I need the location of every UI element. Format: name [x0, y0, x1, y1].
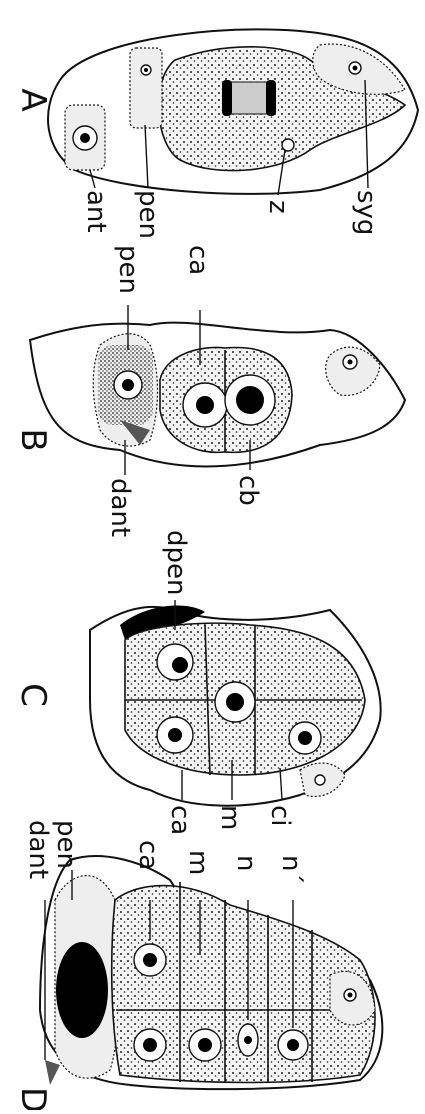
- antipodal-nucleolus: [80, 133, 90, 143]
- nucleolus-c-1: [172, 657, 188, 673]
- label-m-d: m: [183, 850, 213, 875]
- zygote-vacuole: [282, 139, 294, 151]
- label-dpen: dpen: [161, 530, 191, 595]
- endosperm-nucleus-d: [56, 942, 108, 1038]
- panel-c: C dpen ca m ci: [13, 530, 381, 835]
- nucleolus-c-2: [168, 728, 182, 742]
- panel-b: B pen ca dant cb: [13, 245, 405, 537]
- label-n-d: n: [231, 855, 261, 871]
- endosperm-cell-a: [130, 48, 162, 128]
- panel-b-letter: B: [13, 428, 53, 451]
- zygote-spindle: [228, 82, 270, 114]
- label-dant-b: dant: [105, 478, 135, 537]
- label-m-c: m: [215, 805, 245, 830]
- synergid-nucleolus-b: [348, 360, 353, 365]
- nucleolus-d-ca-1: [143, 953, 157, 967]
- panel-a: A ant pen z syg: [13, 29, 418, 239]
- label-syg: syg: [351, 190, 381, 235]
- suspensor-nucleolus-d: [348, 993, 353, 998]
- label-ci: ci: [265, 805, 295, 827]
- label-ca-b: ca: [183, 245, 213, 275]
- label-pen-b: pen: [113, 245, 143, 294]
- nucleolus-d-m: [198, 1038, 212, 1052]
- basal-cell-nucleolus: [236, 386, 264, 414]
- panel-d: D pen dant ca m n n´: [13, 820, 382, 1110]
- zygote-chromatin-left: [222, 80, 232, 116]
- label-ant: ant: [81, 190, 111, 233]
- endosperm-nucleolus-b: [122, 379, 134, 391]
- label-z: z: [263, 200, 293, 214]
- apical-cell-nucleolus: [196, 396, 214, 414]
- label-n-prime-d: n´: [276, 855, 306, 884]
- panel-d-letter: D: [13, 1087, 53, 1110]
- label-cb: cb: [233, 475, 263, 506]
- panel-c-letter: C: [13, 683, 53, 707]
- nucleolus-c-3: [226, 693, 244, 711]
- label-dant-d: dant: [23, 820, 53, 879]
- nucleolus-d-ca-2: [143, 1038, 157, 1052]
- endosperm-nucleolus-a: [144, 68, 148, 72]
- label-pen-a: pen: [133, 190, 163, 239]
- nucleolus-d-n-prime: [287, 1039, 299, 1051]
- nucleolus-c-4: [298, 731, 312, 745]
- zygote-chromatin-right: [266, 80, 276, 116]
- nucleolus-d-n: [244, 1036, 252, 1044]
- degenerated-antipodal-d: [45, 1060, 60, 1085]
- label-ca-d: ca: [133, 840, 163, 870]
- suspensor-nucleus-c: [315, 775, 325, 785]
- label-ca-c: ca: [165, 805, 195, 835]
- synergid-nucleolus: [353, 66, 358, 71]
- panel-a-letter: A: [13, 88, 53, 111]
- label-pen-d: pen: [51, 820, 81, 869]
